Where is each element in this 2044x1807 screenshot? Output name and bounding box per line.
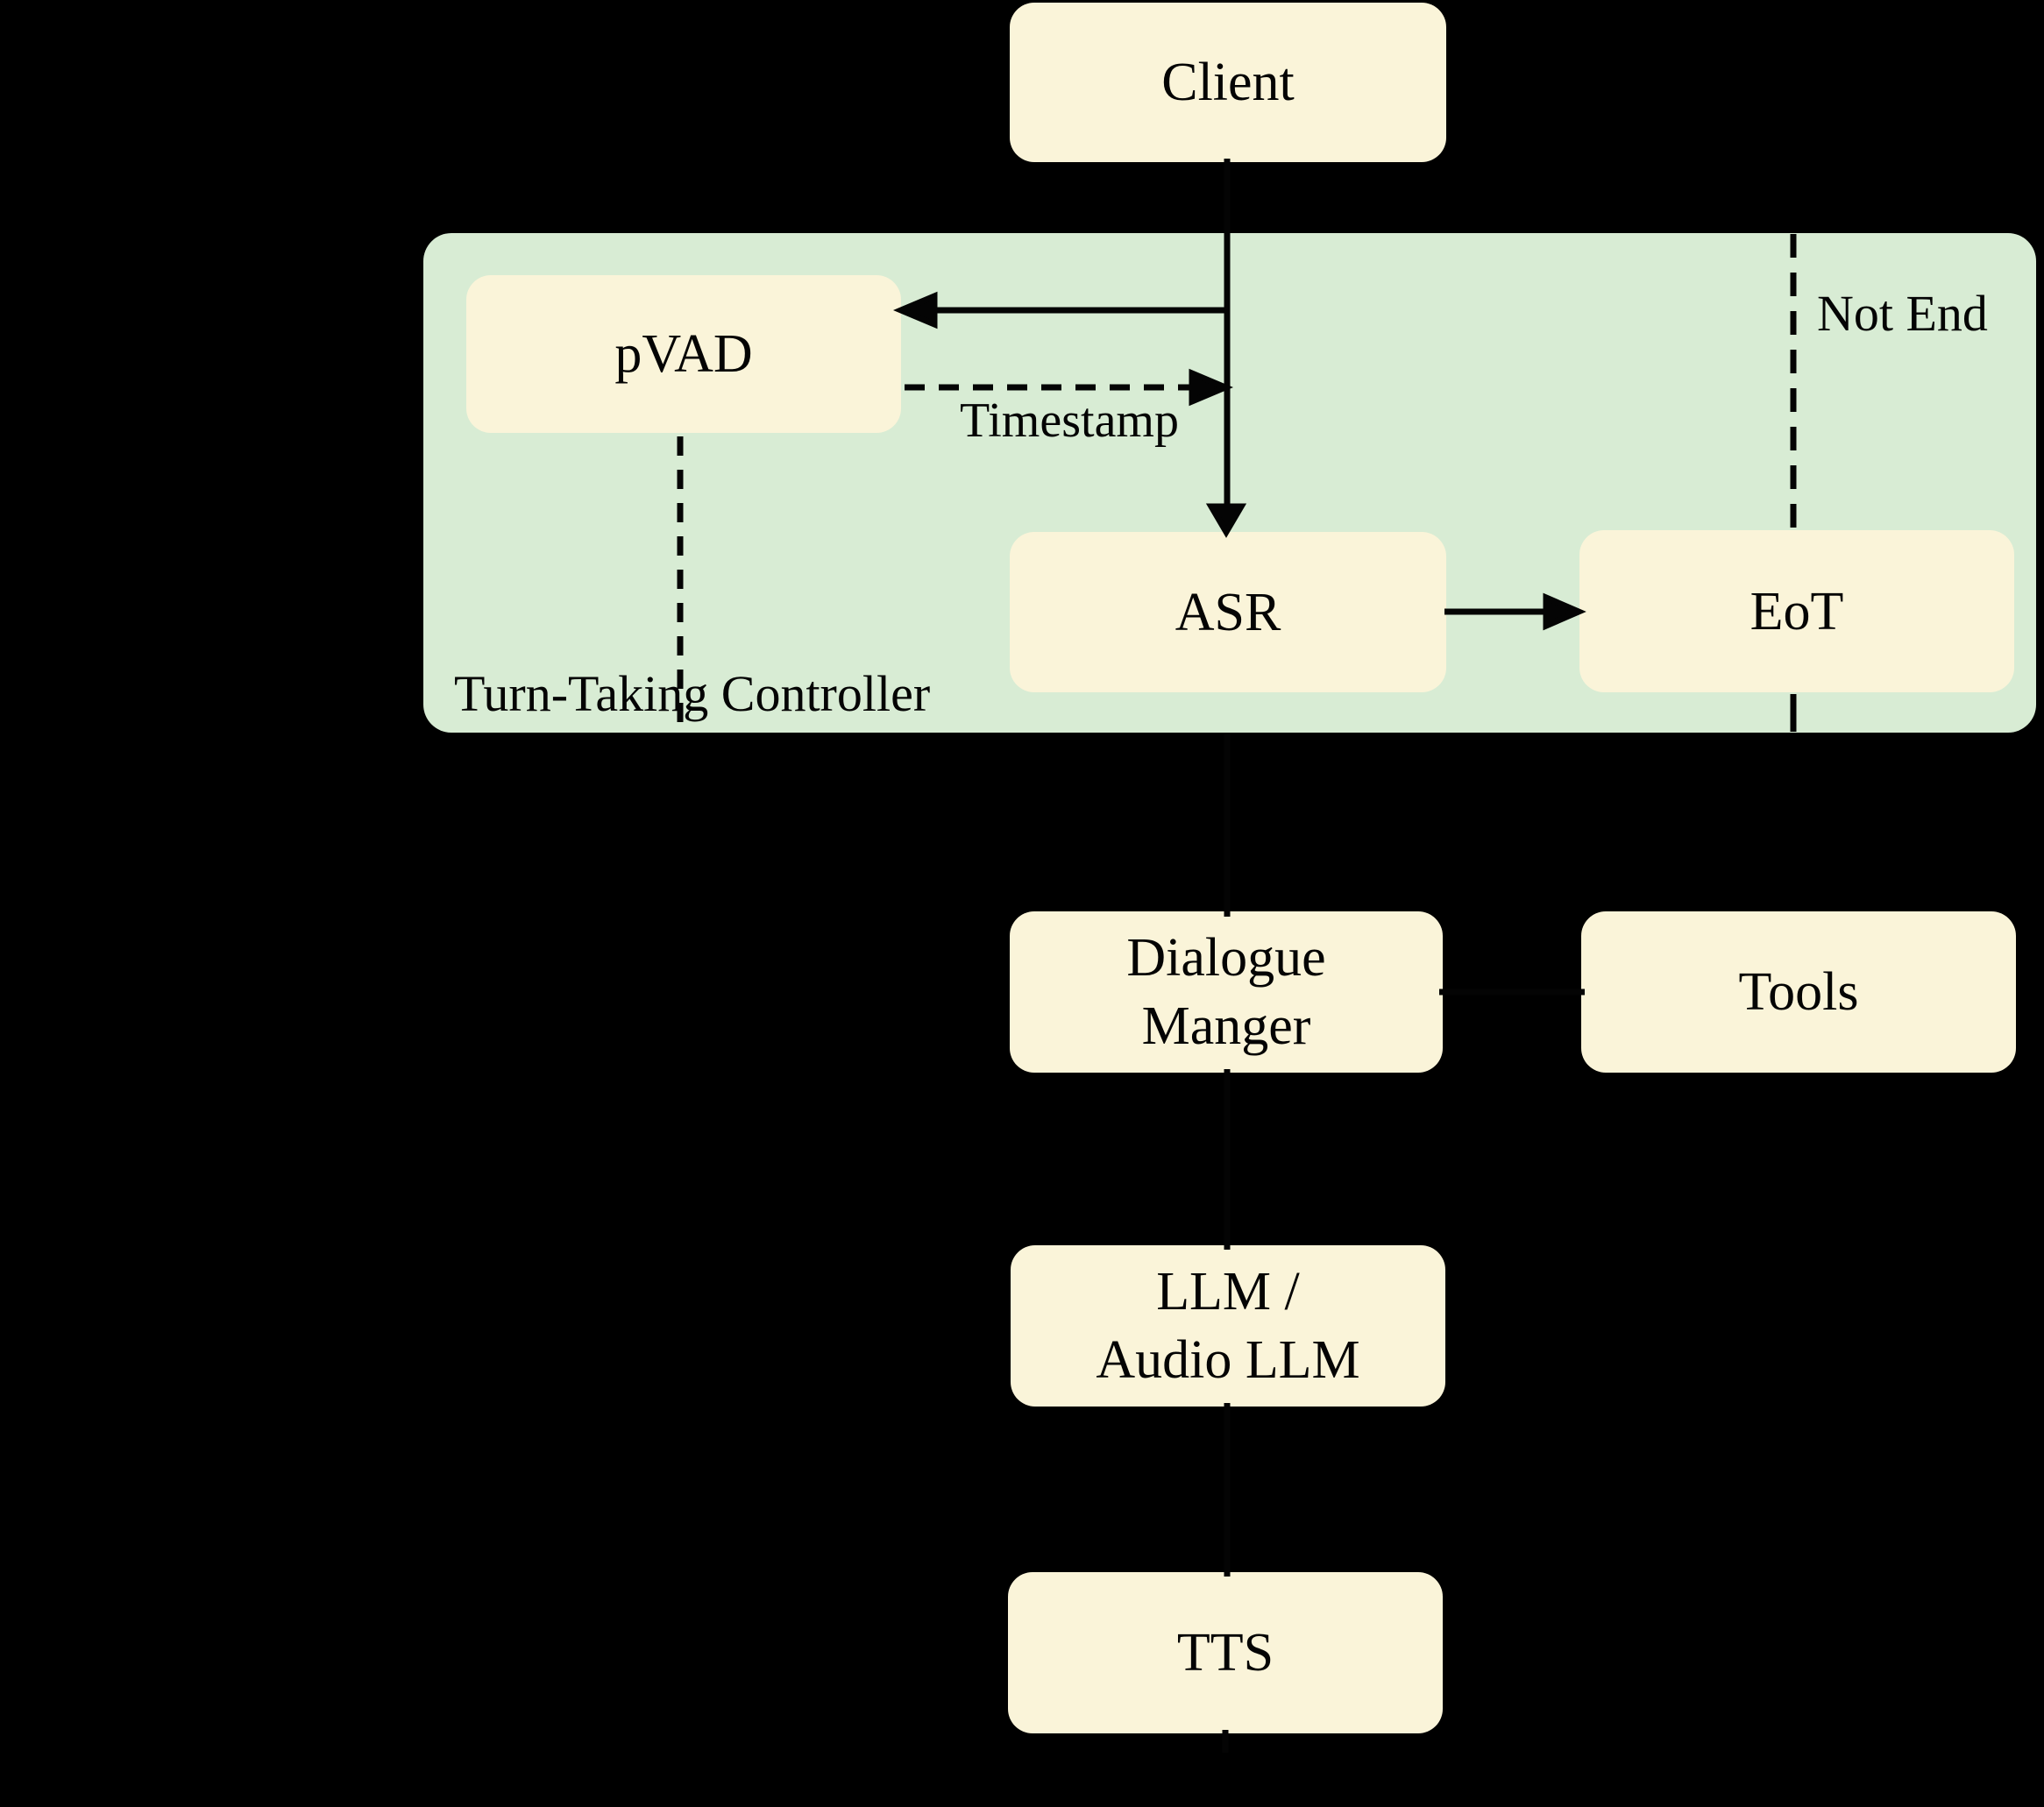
not-end-label: Not End [1817, 285, 1988, 342]
node-tools-label: Tools [1738, 962, 1859, 1022]
node-dialogue-manager: Dialogue Manger [1010, 911, 1443, 1073]
node-pvad: pVAD [466, 275, 901, 433]
node-client-label: Client [1161, 53, 1295, 112]
node-client: Client [1010, 3, 1446, 162]
arrowhead-timestamp [1189, 368, 1234, 407]
arrowhead-into-eot [1543, 592, 1586, 631]
node-dialogue-manager-label-line1: Dialogue [1126, 928, 1326, 988]
node-tts-label: TTS [1176, 1623, 1274, 1683]
arrowhead-into-asr [1205, 503, 1247, 538]
node-llm-label-line1: LLM / [1156, 1262, 1300, 1322]
node-dialogue-manager-label-line2: Manger [1141, 996, 1311, 1056]
node-pvad-label: pVAD [614, 324, 753, 384]
node-tts: TTS [1008, 1572, 1443, 1733]
node-eot: EoT [1579, 530, 2014, 692]
node-llm-label-line2: Audio LLM [1096, 1330, 1360, 1390]
timestamp-label: Timestamp [960, 393, 1179, 448]
node-eot-label: EoT [1749, 581, 1844, 641]
node-tools: Tools [1581, 911, 2016, 1073]
node-asr: ASR [1010, 532, 1446, 692]
node-asr-label: ASR [1175, 582, 1281, 642]
node-llm-audio-llm: LLM / Audio LLM [1011, 1245, 1445, 1407]
arrowhead-into-pvad [892, 291, 938, 330]
container-label: Turn-Taking Controller [454, 665, 931, 722]
